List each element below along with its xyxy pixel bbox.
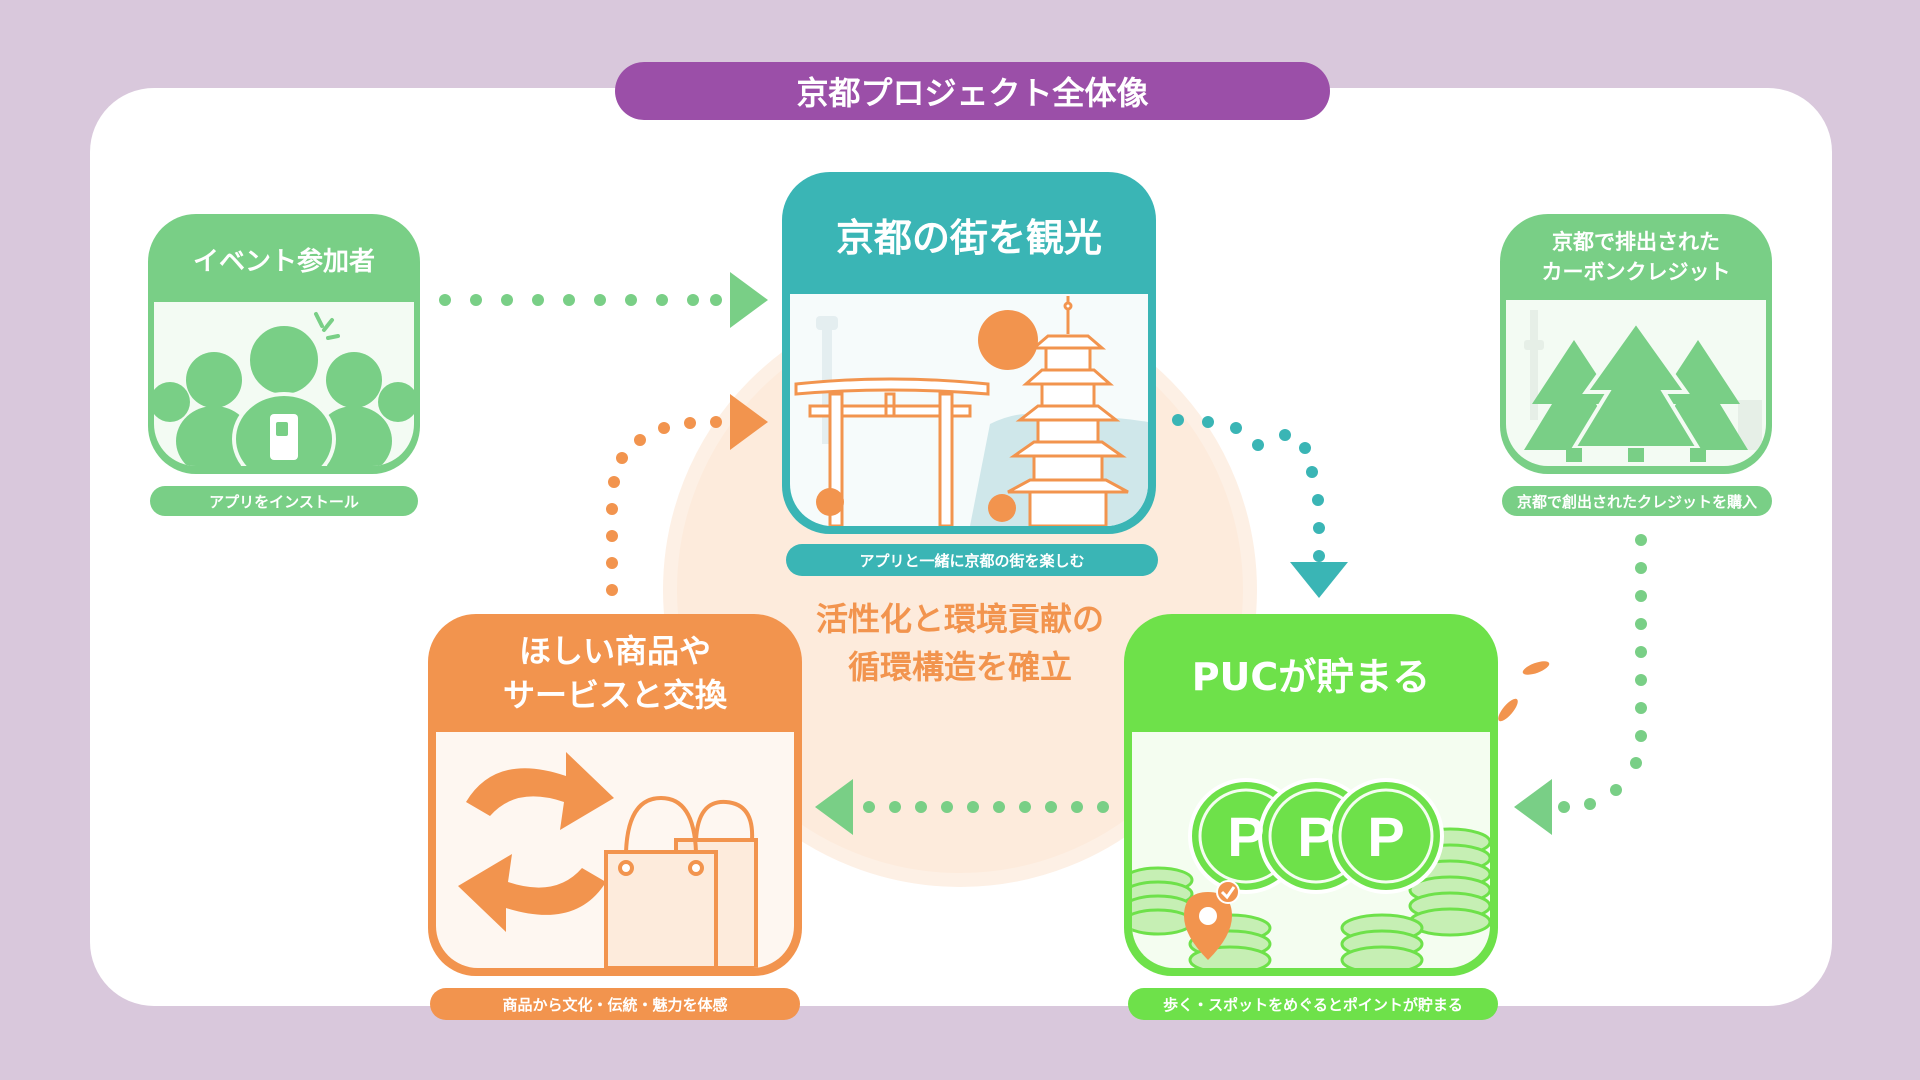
caption-sightseeing: アプリと一緒に京都の街を楽しむ [786, 544, 1158, 576]
card-sightseeing-body [790, 294, 1148, 526]
pine-trees-icon [1524, 310, 1762, 462]
card-carbon-title-line2: カーボンクレジット [1541, 260, 1731, 284]
card-puc: PUCが貯まる P P [1124, 614, 1498, 976]
page-title: 京都プロジェクト全体像 [615, 62, 1330, 120]
coin-letter-2: P [1297, 805, 1334, 868]
card-carbon-title: 京都で排出された カーボンクレジット [1500, 214, 1772, 300]
coin-letter-3: P [1367, 805, 1404, 868]
people-group-icon [154, 312, 414, 466]
card-participant-title: イベント参加者 [192, 246, 375, 277]
coin-letter-1: P [1227, 805, 1264, 868]
location-pin-icon [1184, 880, 1240, 960]
center-message: 活性化と環境貢献の 循環構造を確立 [790, 595, 1130, 691]
card-carbon-title-line1: 京都で排出された [1552, 230, 1720, 254]
card-sightseeing: 京都の街を観光 [782, 172, 1156, 534]
exchange-arrows-icon [458, 752, 614, 932]
center-message-line2: 循環構造を確立 [847, 648, 1072, 686]
shopping-bag-icon [604, 795, 758, 968]
caption-exchange: 商品から文化・伝統・魅力を体感 [430, 988, 800, 1020]
card-exchange-title-line2: サービスと交換 [502, 676, 727, 714]
kyoto-scene [794, 296, 1148, 526]
exchange-illustration [458, 752, 758, 968]
center-message-line1: 活性化と環境貢献の [815, 600, 1104, 638]
card-carbon-body [1506, 300, 1766, 466]
caption-puc: 歩く・スポットをめぐるとポイントが貯まる [1128, 988, 1498, 1020]
card-sightseeing-title: 京都の街を観光 [835, 215, 1102, 260]
card-participant: イベント参加者 [148, 214, 420, 474]
sun-icon [978, 310, 1038, 370]
smartphone-icon [270, 414, 298, 460]
point-coins-icon: P P P [1132, 778, 1490, 968]
card-carbon: 京都で排出された カーボンクレジット [1500, 214, 1772, 474]
caption-carbon: 京都で創出されたクレジットを購入 [1502, 486, 1772, 516]
card-exchange: ほしい商品や サービスと交換 [428, 614, 802, 976]
card-exchange-body [436, 732, 794, 968]
card-puc-body: P P P [1132, 732, 1490, 968]
card-participant-body [154, 302, 414, 466]
card-puc-title: PUCが貯まる [1191, 654, 1431, 699]
pagoda-icon [1007, 296, 1129, 526]
card-exchange-title-line1: ほしい商品や [518, 632, 711, 670]
caption-participant: アプリをインストール [150, 486, 418, 516]
card-exchange-title: ほしい商品や サービスと交換 [428, 614, 802, 732]
